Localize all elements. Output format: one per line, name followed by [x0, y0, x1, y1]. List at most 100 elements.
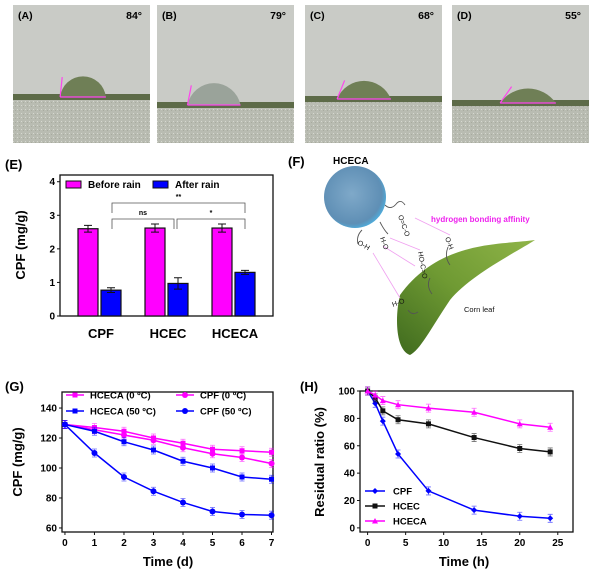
y-tick-label: 4	[49, 177, 55, 188]
data-point	[61, 421, 68, 428]
legend-label: CPF	[393, 487, 412, 498]
photo-label: (B)	[162, 10, 177, 22]
data-point	[379, 418, 386, 425]
x-tick-label: 4	[180, 538, 186, 549]
panel-label: (F)	[288, 154, 305, 169]
error-bar	[241, 269, 249, 275]
data-point	[239, 474, 245, 480]
contact-angle-photo: (D) 55°	[452, 5, 589, 143]
bar	[234, 271, 256, 317]
data-point	[425, 487, 432, 494]
data-point	[209, 508, 216, 515]
y-tick-label: 0	[49, 312, 55, 323]
data-point	[372, 488, 378, 494]
data-point	[269, 449, 275, 455]
panel-label: (G)	[5, 379, 24, 394]
group-label: O-H	[443, 236, 454, 250]
corn-leaf	[397, 240, 535, 355]
tangent-line	[336, 80, 346, 100]
y-tick-label: 3	[49, 211, 55, 222]
y-tick-label: 140	[40, 404, 57, 415]
data-point	[364, 388, 371, 394]
significance-label: *	[210, 210, 213, 217]
series-line	[367, 390, 551, 429]
y-tick-label: 2	[49, 244, 55, 255]
x-tick-label: 20	[514, 538, 526, 549]
data-point	[182, 392, 188, 398]
significance-bracket	[111, 218, 175, 229]
series-cpf-50-c-	[61, 420, 275, 520]
data-point	[425, 405, 432, 411]
x-tick-label: 7	[269, 538, 275, 549]
data-point	[182, 408, 188, 414]
tangent-line	[59, 77, 63, 98]
linker-chains	[357, 200, 451, 315]
contact-angle-value: 79°	[270, 10, 286, 22]
y-tick-label: 120	[40, 434, 57, 445]
category-label: HCECA	[212, 326, 259, 341]
y-tick-label: 20	[344, 496, 356, 507]
data-point	[269, 476, 275, 482]
y-tick-label: 60	[344, 441, 356, 452]
data-point	[179, 444, 186, 451]
data-point	[516, 513, 523, 520]
photo-label: (A)	[18, 10, 33, 22]
x-tick-label: 0	[365, 538, 371, 549]
group-label: H-O	[378, 236, 389, 251]
y-tick-label: 100	[40, 463, 57, 474]
x-tick-label: 5	[403, 538, 409, 549]
tangent-line	[499, 86, 513, 104]
contact-angle-photo: (B) 79°	[157, 5, 294, 143]
y-tick-label: 100	[338, 387, 355, 398]
x-tick-label: 25	[552, 538, 564, 549]
data-point	[516, 420, 523, 427]
legend-label: HCEC	[393, 502, 420, 513]
data-point	[372, 518, 378, 524]
data-point	[180, 458, 186, 464]
contact-angle-value: 55°	[565, 10, 581, 22]
x-tick-label: 3	[151, 538, 157, 549]
y-tick-label: 0	[349, 523, 355, 534]
photo-label: (C)	[310, 10, 325, 22]
data-point	[72, 408, 78, 414]
contact-angle-photo: (A)84°	[13, 5, 150, 143]
group-label: HO-C=O	[416, 251, 428, 280]
substrate-base	[13, 100, 150, 143]
y-tick-label: 1	[49, 278, 55, 289]
category-label: CPF	[88, 326, 114, 341]
data-point	[471, 507, 478, 514]
error-bar	[218, 223, 226, 233]
data-point	[547, 424, 554, 430]
data-point	[372, 392, 379, 398]
significance-label: ns	[139, 210, 147, 217]
x-tick-label: 0	[62, 538, 68, 549]
series-line	[367, 390, 551, 453]
data-point	[150, 447, 156, 453]
water-droplet	[337, 80, 391, 99]
contact-angle-value: 68°	[418, 10, 434, 22]
data-point	[380, 408, 386, 414]
substrate-base	[305, 102, 442, 143]
plot-frame	[359, 390, 574, 533]
bar	[211, 227, 233, 317]
data-point	[547, 449, 553, 455]
data-point	[150, 437, 157, 444]
data-point	[120, 473, 127, 480]
photo-label: (D)	[457, 10, 472, 22]
bar	[144, 227, 166, 317]
significance-bracket	[176, 218, 246, 229]
series-line	[64, 423, 272, 480]
significance-label: **	[176, 194, 182, 201]
data-point	[72, 392, 78, 398]
error-bar	[107, 287, 115, 293]
data-point	[425, 421, 431, 427]
legend-swatch	[65, 180, 82, 189]
data-point	[209, 450, 216, 457]
leaf-label: Corn leaf	[464, 305, 495, 314]
panel-f-schematic: (F) HCECA O=C-O O-H H-O HO-C=O O-H H-O	[288, 154, 535, 355]
data-point	[239, 511, 246, 518]
